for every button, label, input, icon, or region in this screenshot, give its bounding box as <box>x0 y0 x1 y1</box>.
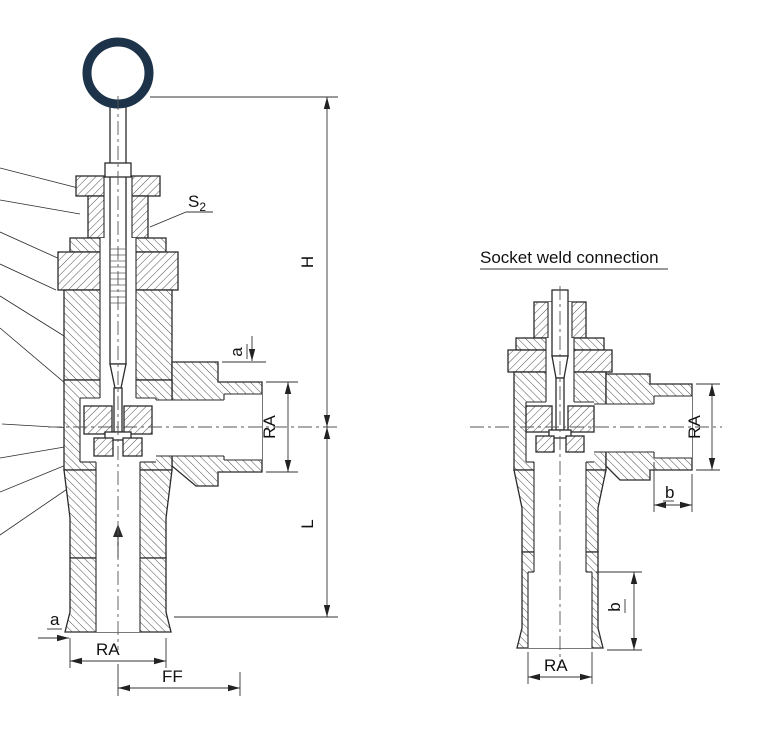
dim-label-ra-outlet: RA <box>260 415 279 439</box>
handle-ring[interactable] <box>82 37 154 109</box>
dim-label-b-outlet-right: b <box>665 483 674 502</box>
dim-label-b-inlet-right: b <box>605 602 624 611</box>
bores <box>80 176 262 632</box>
centerlines-right <box>470 286 722 664</box>
bore-edges <box>79 176 262 632</box>
dimension-h: H <box>150 96 338 427</box>
dim-label-ff: FF <box>162 667 183 686</box>
dim-label-l: L <box>298 519 317 528</box>
dimension-a-outlet: a <box>222 336 266 363</box>
centerlines <box>48 96 340 650</box>
dim-label-a-inlet: a <box>50 610 60 629</box>
dimension-b-inlet-right: b <box>596 571 642 651</box>
dimension-ra-inlet: RA <box>69 638 167 668</box>
dim-label-s2: S2 <box>188 192 206 214</box>
dimension-ra-outlet: RA <box>260 381 298 473</box>
right-valve-view: Socket weld connection <box>470 248 722 684</box>
bore-edges-right <box>525 302 692 648</box>
left-valve-view: S2 H L a RA <box>0 37 340 696</box>
dimension-l: L <box>174 427 338 618</box>
dimension-a-inlet: a <box>38 610 69 642</box>
dim-label-a-outlet: a <box>227 347 246 357</box>
dim-label-ra-outlet-right: RA <box>685 415 704 439</box>
dimension-s2: S2 <box>149 192 213 228</box>
dim-label-ra-inlet: RA <box>96 640 120 659</box>
seat-assembly <box>83 405 153 457</box>
dimension-ff: FF <box>117 664 241 696</box>
right-view-title: Socket weld connection <box>480 248 659 267</box>
dim-label-ra-inlet-right: RA <box>544 656 568 675</box>
dim-label-h: H <box>298 256 317 268</box>
dimension-ra-outlet-right: RA <box>685 383 720 471</box>
dimension-ra-inlet-right: RA <box>527 652 593 684</box>
dimension-b-outlet-right: b <box>653 462 693 512</box>
